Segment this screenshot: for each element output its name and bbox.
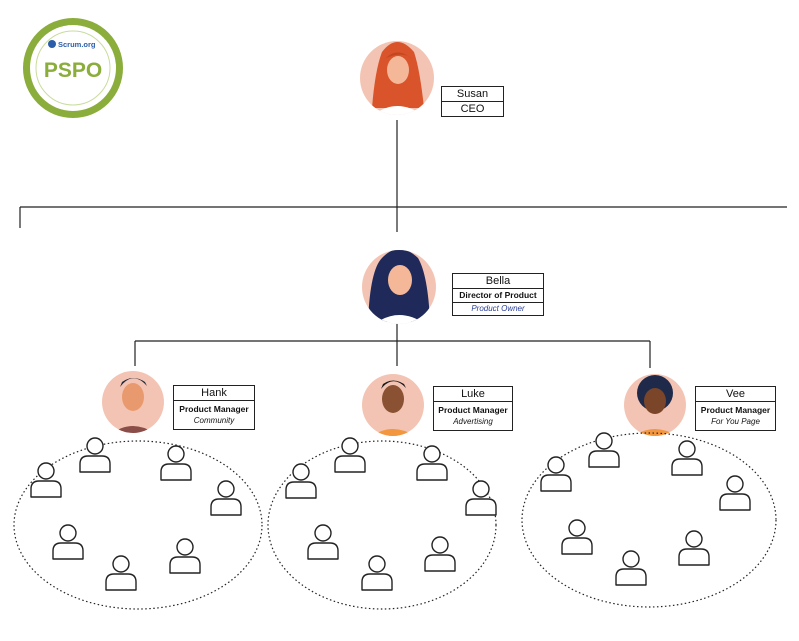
team-member-icon bbox=[465, 480, 497, 516]
team-member-icon bbox=[169, 538, 201, 574]
label-bella: Bella Director of Product Product Owner bbox=[452, 273, 544, 316]
vee-area: For You Page bbox=[711, 417, 760, 426]
avatar-luke bbox=[362, 374, 424, 436]
team-member-icon bbox=[678, 530, 710, 566]
team-member-icon bbox=[671, 440, 703, 476]
team-member-icon bbox=[105, 555, 137, 591]
label-luke: Luke Product Manager Advertising bbox=[433, 386, 513, 431]
team-member-icon bbox=[210, 480, 242, 516]
label-hank: Hank Product Manager Community bbox=[173, 385, 255, 430]
vee-name: Vee bbox=[726, 388, 745, 400]
team-member-icon bbox=[416, 445, 448, 481]
team-vee-boundary bbox=[521, 432, 777, 608]
team-hank-boundary bbox=[13, 440, 263, 610]
team-member-icon bbox=[719, 475, 751, 511]
bella-role: Product Owner bbox=[453, 302, 543, 315]
label-vee: Vee Product Manager For You Page bbox=[695, 386, 776, 431]
hank-area: Community bbox=[193, 416, 235, 425]
team-luke-boundary bbox=[267, 440, 497, 610]
bella-name: Bella bbox=[485, 275, 511, 287]
avatar-vee bbox=[624, 374, 686, 436]
team-member-icon bbox=[30, 462, 62, 498]
team-member-icon bbox=[79, 437, 111, 473]
badge-brand: Scrum.org bbox=[58, 40, 96, 49]
team-member-icon bbox=[615, 550, 647, 586]
team-member-icon bbox=[52, 524, 84, 560]
hank-name: Hank bbox=[201, 387, 227, 399]
team-member-icon bbox=[588, 432, 620, 468]
susan-name: Susan bbox=[456, 88, 489, 100]
team-member-icon bbox=[160, 445, 192, 481]
avatar-hank bbox=[102, 371, 164, 433]
vee-title: Product Manager bbox=[696, 401, 775, 416]
team-member-icon bbox=[307, 524, 339, 560]
scrum-logo-icon bbox=[48, 40, 56, 48]
team-member-icon bbox=[540, 456, 572, 492]
label-susan: Susan CEO bbox=[441, 86, 504, 117]
badge-code: PSPO bbox=[44, 59, 102, 82]
luke-area: Advertising bbox=[453, 417, 493, 426]
luke-title: Product Manager bbox=[434, 401, 512, 416]
team-member-icon bbox=[361, 555, 393, 591]
team-member-icon bbox=[424, 536, 456, 572]
luke-name: Luke bbox=[461, 388, 485, 400]
avatar-susan bbox=[360, 41, 434, 115]
team-member-icon bbox=[561, 519, 593, 555]
susan-title: CEO bbox=[442, 101, 503, 116]
pspo-badge: PROFESSIONAL SCRUM PRODUCT OWNER Scrum.o… bbox=[0, 0, 123, 118]
hank-title: Product Manager bbox=[174, 400, 254, 415]
team-member-icon bbox=[334, 437, 366, 473]
avatar-bella bbox=[362, 250, 436, 324]
team-member-icon bbox=[285, 463, 317, 499]
bella-title: Director of Product bbox=[453, 288, 543, 302]
